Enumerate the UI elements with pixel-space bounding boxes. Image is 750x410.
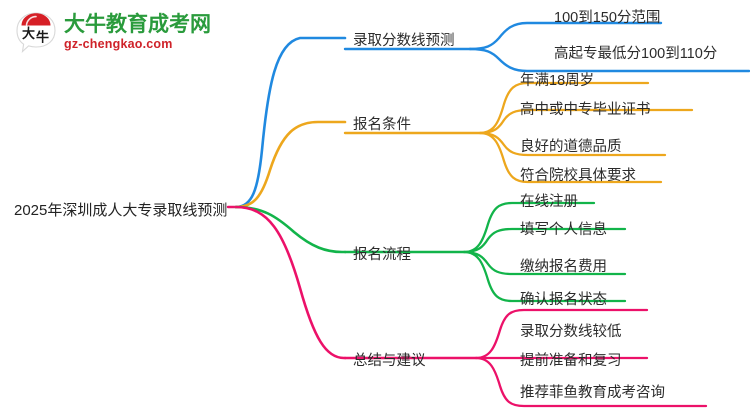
leaf-node-pay-application-fee[interactable]: 缴纳报名费用	[520, 259, 607, 275]
leaf-node-good-moral-character[interactable]: 良好的道德品质	[520, 139, 622, 155]
branch-node-admission-score-prediction[interactable]: 录取分数线预测	[353, 33, 455, 49]
leaf-node-prepare-and-review-early[interactable]: 提前准备和复习	[520, 353, 622, 369]
leaf-node-recommend-feiyu-consultation[interactable]: 推荐菲鱼教育成考咨询	[520, 385, 665, 401]
leaf-node-meets-school-requirements[interactable]: 符合院校具体要求	[520, 168, 636, 184]
logo-title: 大牛教育成考网	[64, 12, 211, 36]
mindmap-root-node[interactable]: 2025年深圳成人大专录取线预测	[14, 202, 228, 219]
daniu-bull-speech-bubble-logo-icon: 大 牛	[14, 10, 58, 54]
logo-subtitle-url: gz-chengkao.com	[64, 36, 173, 51]
svg-text:大: 大	[22, 26, 35, 42]
leaf-node-gaoqizhuan-min-score[interactable]: 高起专最低分100到110分	[554, 46, 718, 62]
leaf-node-score-range-100-150[interactable]: 100到150分范围	[554, 10, 661, 26]
site-logo: 大 牛 大牛教育成考网 gz-chengkao.com	[14, 6, 211, 58]
leaf-node-online-registration[interactable]: 在线注册	[520, 194, 578, 210]
leaf-node-highschool-diploma[interactable]: 高中或中专毕业证书	[520, 102, 651, 118]
svg-text:牛: 牛	[36, 30, 49, 46]
leaf-node-low-admission-score[interactable]: 录取分数线较低	[520, 324, 622, 340]
branch-node-application-process[interactable]: 报名流程	[353, 247, 411, 263]
leaf-node-fill-personal-info[interactable]: 填写个人信息	[520, 222, 607, 238]
logo-text-block: 大牛教育成考网 gz-chengkao.com	[64, 14, 211, 51]
leaf-node-age-18-plus[interactable]: 年满18周岁	[520, 73, 595, 89]
branch-node-application-requirements[interactable]: 报名条件	[353, 117, 411, 133]
branch-node-summary-and-advice[interactable]: 总结与建议	[353, 353, 426, 369]
leaf-node-confirm-application-status[interactable]: 确认报名状态	[520, 292, 607, 308]
